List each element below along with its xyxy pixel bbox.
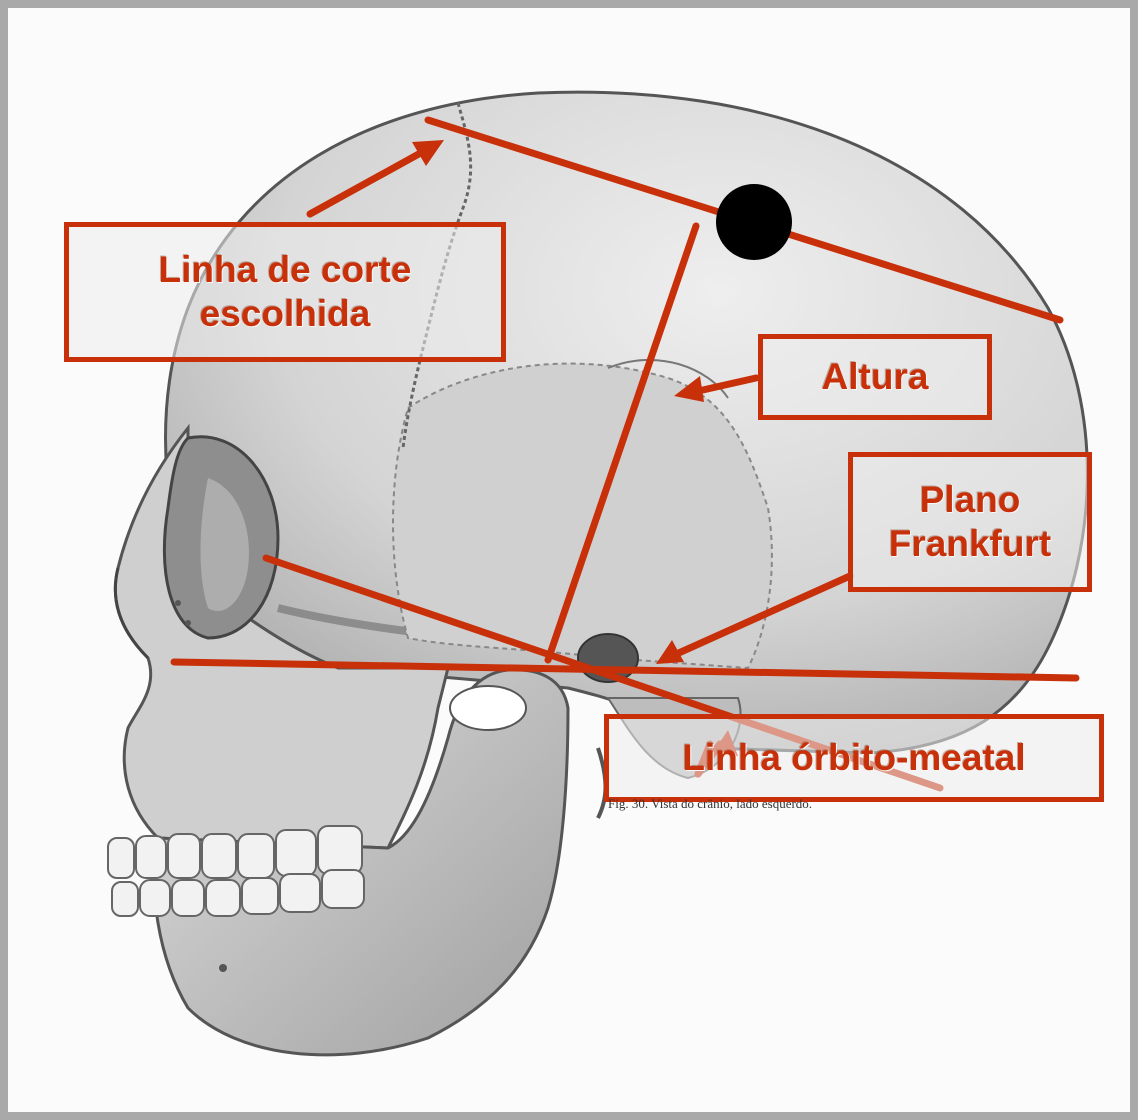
teeth xyxy=(108,826,364,916)
height-label: Altura xyxy=(758,334,992,420)
cutting-line-text-1: Linha de corte xyxy=(159,248,412,292)
frankfurt-plane-label: Plano Frankfurt xyxy=(848,452,1092,592)
frankfurt-text-2: Frankfurt xyxy=(889,522,1051,566)
diagram-frame: Linha de corte escolhida Altura Plano Fr… xyxy=(8,8,1130,1112)
cutting-line-label: Linha de corte escolhida xyxy=(64,222,506,362)
cutting-line-text-2: escolhida xyxy=(159,292,412,336)
orbitomeatal-line-label: Linha órbito-meatal xyxy=(604,714,1104,802)
marker-dot xyxy=(716,184,792,260)
height-text: Altura xyxy=(822,355,929,399)
orbitomeatal-text: Linha órbito-meatal xyxy=(682,736,1025,780)
figure-caption: Fig. 30. Vista do crânio, lado esquerdo. xyxy=(608,796,812,812)
frankfurt-text-1: Plano xyxy=(889,478,1051,522)
